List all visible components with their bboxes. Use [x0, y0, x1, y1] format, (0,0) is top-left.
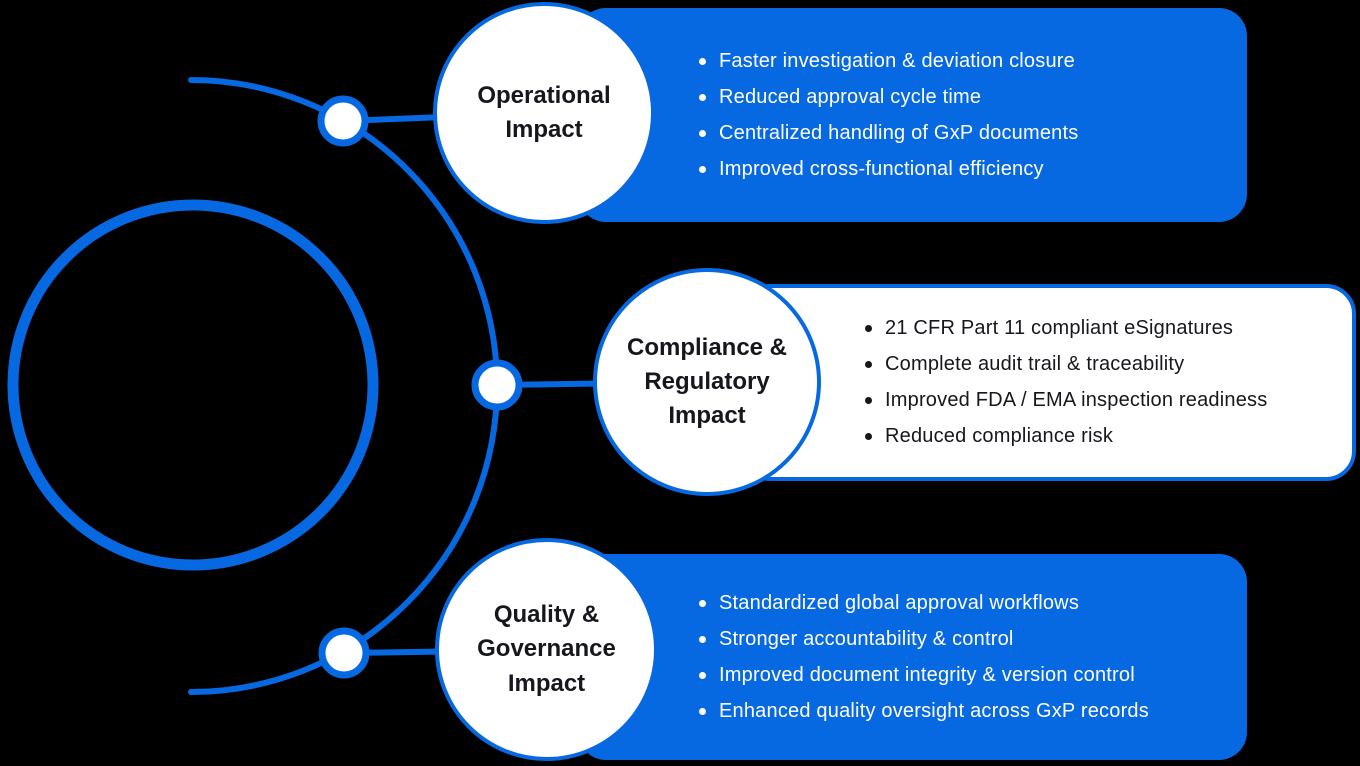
bullet-item: Stronger accountability & control: [699, 621, 1247, 657]
quality-impact-panel: Standardized global approval workflows S…: [578, 554, 1247, 760]
bullet-label: Reduced approval cycle time: [719, 85, 982, 108]
bullet-label: Improved cross-functional efficiency: [719, 157, 1044, 180]
bullet-item: Reduced compliance risk: [865, 419, 1352, 455]
bullet-dot: [699, 599, 706, 607]
bullet-item: Improved FDA / EMA inspection readiness: [865, 383, 1352, 419]
operational-impact-panel: Faster investigation & deviation closure…: [578, 8, 1247, 222]
bullet-label: 21 CFR Part 11 compliant eSignatures: [885, 317, 1234, 339]
circle-title-line: Regulatory: [644, 367, 770, 395]
quality-impact-circle: Quality & Governance Impact: [435, 538, 658, 761]
bullet-dot: [699, 707, 706, 715]
bullet-label: Reduced compliance risk: [885, 425, 1114, 447]
bullet-item: Centralized handling of GxP documents: [699, 115, 1247, 151]
circle-title: Operational Impact: [477, 79, 610, 147]
bullet-dot: [865, 361, 872, 368]
bullet-label: Improved FDA / EMA inspection readiness: [885, 389, 1268, 411]
circle-title: Quality & Governance Impact: [477, 598, 616, 700]
node-dot-compliance: [471, 359, 523, 411]
compliance-impact-panel: 21 CFR Part 11 compliant eSignatures Com…: [740, 284, 1356, 481]
bullet-label: Standardized global approval workflows: [719, 591, 1080, 614]
bullet-dot: [699, 93, 706, 101]
circle-title-line: Operational: [477, 81, 611, 109]
bullet-label: Improved document integrity & version co…: [719, 663, 1135, 686]
circle-title-line: Impact: [668, 402, 746, 430]
bullet-item: Improved document integrity & version co…: [699, 657, 1247, 693]
bullet-dot: [699, 57, 706, 65]
bullet-dot: [865, 325, 872, 332]
bullet-label: Centralized handling of GxP documents: [719, 121, 1079, 144]
bullet-item: Complete audit trail & traceability: [865, 347, 1352, 383]
bullet-item: Standardized global approval workflows: [699, 585, 1247, 621]
bullet-dot: [699, 165, 706, 173]
bullet-label: Faster investigation & deviation closure: [719, 49, 1075, 72]
circle-title-line: Impact: [505, 116, 583, 143]
bullet-label: Enhanced quality oversight across GxP re…: [719, 699, 1149, 722]
hub-ring-circle: [7, 199, 379, 571]
compliance-impact-circle: Compliance & Regulatory Impact: [593, 268, 821, 496]
bullet-item: Enhanced quality oversight across GxP re…: [699, 693, 1247, 729]
bullet-item: Faster investigation & deviation closure: [699, 43, 1247, 79]
bullet-dot: [699, 129, 706, 137]
bullet-item: 21 CFR Part 11 compliant eSignatures: [865, 311, 1352, 347]
circle-title-line: Governance: [477, 635, 616, 663]
bullet-dot: [699, 635, 706, 643]
circle-title-line: Compliance &: [626, 333, 788, 361]
bullet-label: Complete audit trail & traceability: [885, 353, 1185, 375]
circle-title-line: Impact: [507, 669, 586, 697]
operational-impact-circle: Operational Impact: [433, 2, 655, 224]
bullet-dot: [865, 397, 872, 404]
circle-title: Compliance & Regulatory Impact: [627, 331, 787, 433]
node-dot-operational: [317, 95, 369, 147]
bullet-item: Reduced approval cycle time: [699, 79, 1247, 115]
node-dot-quality: [318, 627, 370, 679]
bullet-dot: [699, 671, 706, 679]
bullet-item: Improved cross-functional efficiency: [699, 151, 1247, 187]
bullet-dot: [865, 433, 872, 440]
bullet-label: Stronger accountability & control: [719, 627, 1014, 650]
circle-title-line: Quality &: [493, 601, 600, 629]
